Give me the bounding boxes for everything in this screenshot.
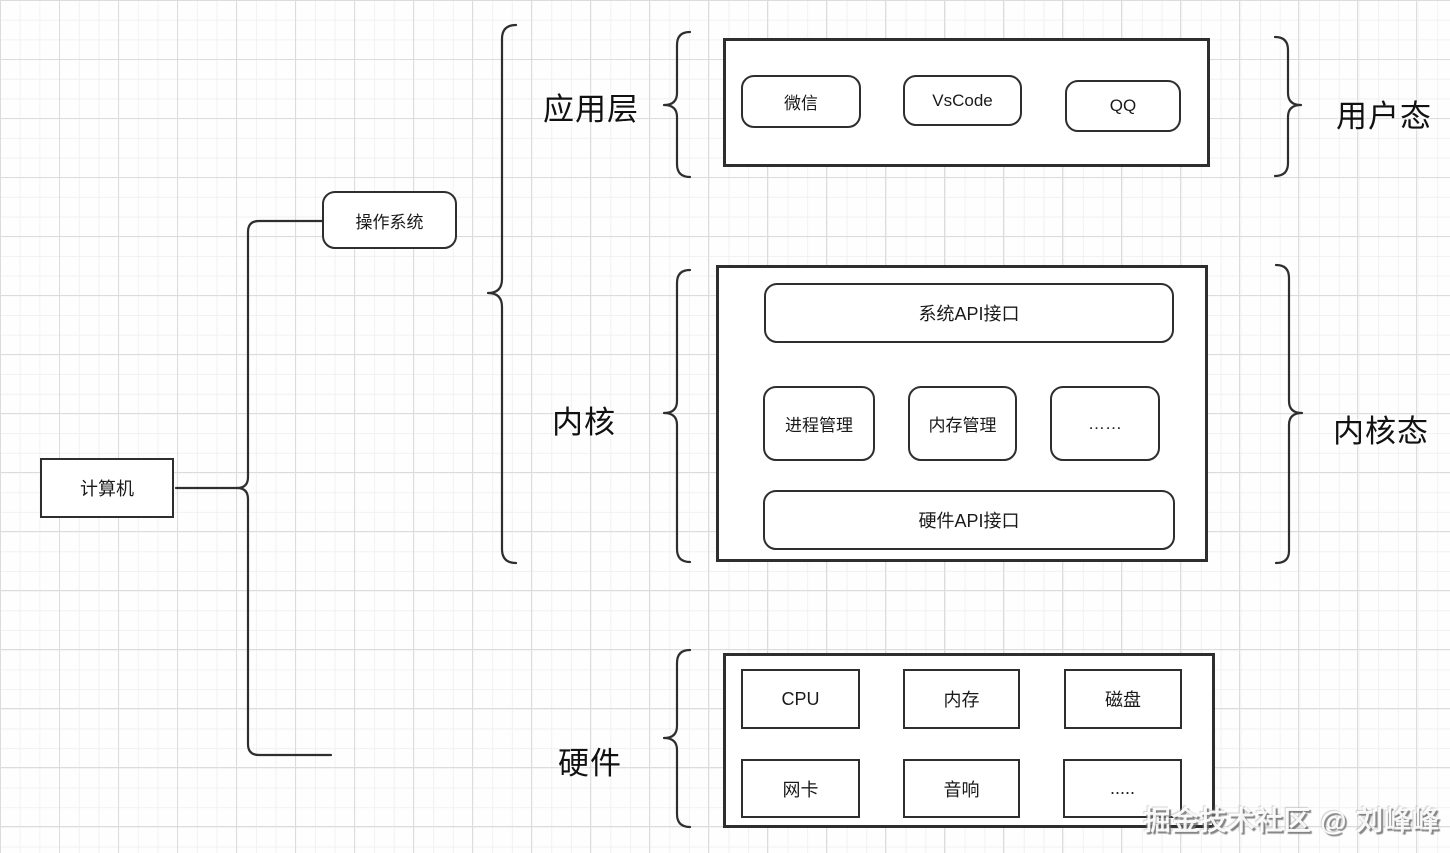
node-network-card-label: 网卡 [782,779,819,800]
group-hardware[interactable]: CPU 内存 磁盘 网卡 音响 ..... [723,653,1215,828]
label-kernel-mode[interactable]: 内核态 [1333,414,1429,449]
node-kernel-ellipsis-label: …… [1088,413,1122,433]
brace-hardware-layer[interactable] [662,648,692,829]
node-cpu-label: CPU [781,688,820,709]
tree-connector-hardware[interactable] [235,486,333,757]
node-memory-label: 内存 [943,690,980,710]
node-system-api[interactable]: 系统API接口 [764,283,1174,343]
node-system-api-label: 系统API接口 [918,304,1020,324]
node-memory[interactable]: 内存 [903,669,1020,729]
group-kernel[interactable]: 系统API接口 进程管理 内存管理 …… 硬件API接口 [716,265,1208,562]
node-wechat[interactable]: 微信 [741,75,861,128]
watermark: 掘金技术社区 @ 刘峰峰 [1143,806,1440,836]
node-qq-label: QQ [1109,96,1137,115]
brace-os-group[interactable] [486,23,518,565]
node-hardware-api-label: 硬件API接口 [918,511,1020,531]
node-operating-system-label: 操作系统 [355,212,424,232]
node-vscode-label: VsCode [932,90,993,110]
brace-app-layer[interactable] [662,30,692,179]
brace-user-mode[interactable] [1273,35,1303,178]
node-memory-management-label: 内存管理 [928,416,997,435]
node-process-management[interactable]: 进程管理 [763,386,875,461]
tree-connector-os[interactable] [235,219,324,490]
node-hardware-ellipsis-label: ..... [1109,778,1135,798]
node-computer-label: 计算机 [80,479,134,499]
node-disk[interactable]: 磁盘 [1064,669,1182,729]
node-qq[interactable]: QQ [1065,80,1181,132]
node-hardware-api[interactable]: 硬件API接口 [763,490,1175,550]
label-user-mode[interactable]: 用户态 [1336,99,1432,134]
node-kernel-ellipsis[interactable]: …… [1050,386,1160,461]
brace-kernel-mode[interactable] [1274,263,1304,565]
node-computer[interactable]: 计算机 [40,458,174,518]
node-process-management-label: 进程管理 [785,416,853,435]
node-operating-system[interactable]: 操作系统 [322,191,457,249]
node-wechat-label: 微信 [784,94,818,113]
node-network-card[interactable]: 网卡 [741,759,860,818]
label-app-layer[interactable]: 应用层 [543,92,639,127]
node-cpu[interactable]: CPU [741,669,860,729]
label-hardware[interactable]: 硬件 [558,746,622,781]
node-speaker-label: 音响 [943,779,980,800]
node-memory-management[interactable]: 内存管理 [908,386,1017,461]
node-vscode[interactable]: VsCode [903,75,1022,126]
brace-kernel-layer[interactable] [662,268,692,564]
node-speaker[interactable]: 音响 [903,759,1020,818]
node-disk-label: 磁盘 [1105,690,1141,710]
label-kernel[interactable]: 内核 [552,405,616,440]
group-applications[interactable]: 微信 VsCode QQ [723,38,1210,167]
